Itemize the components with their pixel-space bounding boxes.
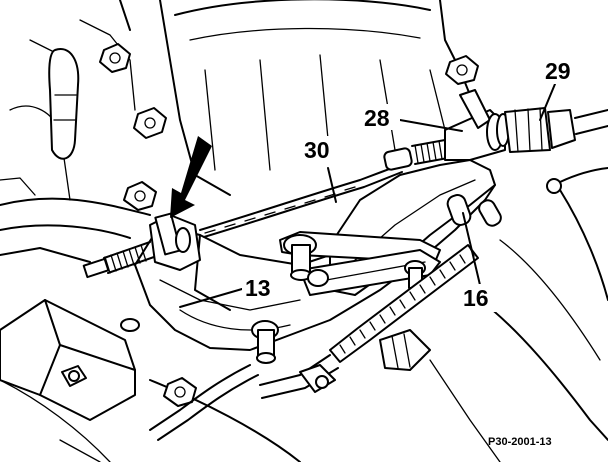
leader-16 [462,212,481,286]
hex-bolts [99,43,479,407]
cable-end-right [383,89,608,194]
leader-13 [179,288,243,308]
label-13-bg [242,274,282,301]
label-28-bg [362,104,400,130]
label-16-bg [460,284,500,312]
label-28: 28 [364,105,390,131]
toothed-cable [259,244,479,399]
indicator-arrow [170,136,212,218]
figure-reference-code: P30-2001-13 [488,436,552,448]
leader-28 [399,119,463,132]
hose-left [48,48,80,160]
label-13: 13 [245,275,271,301]
label-30: 30 [304,137,330,163]
link-rods [279,231,441,296]
support-block [0,299,136,421]
pivot-pins [120,234,426,364]
label-29: 29 [545,58,571,84]
leader-lines [179,83,556,308]
cable-end-left [82,212,201,279]
label-29-bg [542,56,584,84]
label-30-bg [302,136,340,162]
lower-pipe [149,329,431,441]
leader-30 [327,167,337,203]
callout-labels: 30 28 29 16 13 [242,56,584,312]
cable-part-30 [199,164,403,238]
label-16: 16 [463,285,489,311]
leader-29 [539,83,556,121]
